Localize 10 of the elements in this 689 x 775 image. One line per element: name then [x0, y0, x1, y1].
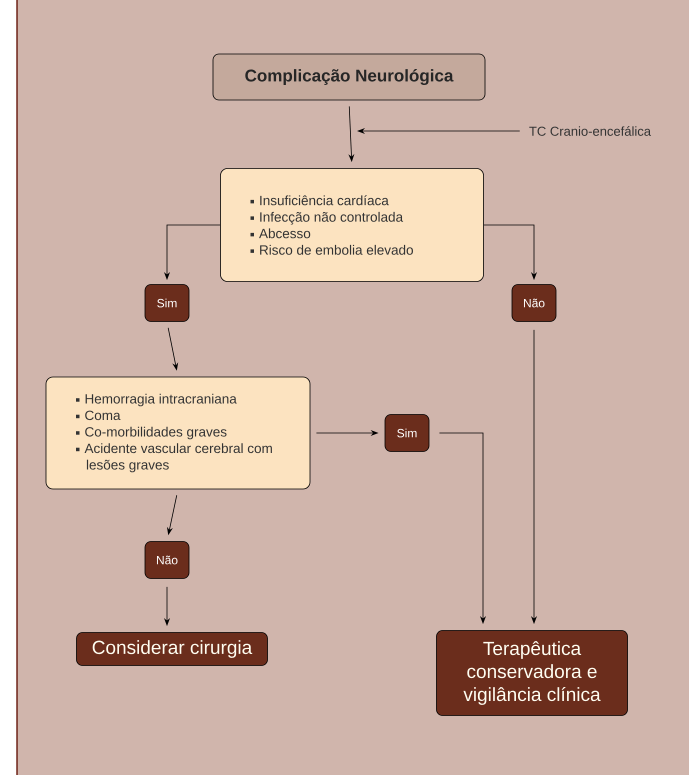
answer-box: Não [144, 541, 190, 579]
answer-box: Sim [384, 414, 430, 452]
title-box: Complicação Neurológica [212, 54, 486, 100]
outcome-box: Terapêutica conservadora e vigilância clínica [436, 630, 628, 716]
annotation-text: TC Cranio-encefálica [529, 126, 652, 136]
answer-box: Não [512, 284, 556, 322]
condition-box: Hemorragia intracraniana Coma Co-morbilidades graves Acidente vascular cerebral com lesões graves [46, 376, 310, 490]
outcome-box: Considerar cirurgia [76, 632, 268, 666]
answer-box: Sim [144, 284, 190, 322]
condition-box: Insuficiência cardíaca Infecção não controlada Abcesso Risco de embolia elevado [220, 168, 484, 282]
